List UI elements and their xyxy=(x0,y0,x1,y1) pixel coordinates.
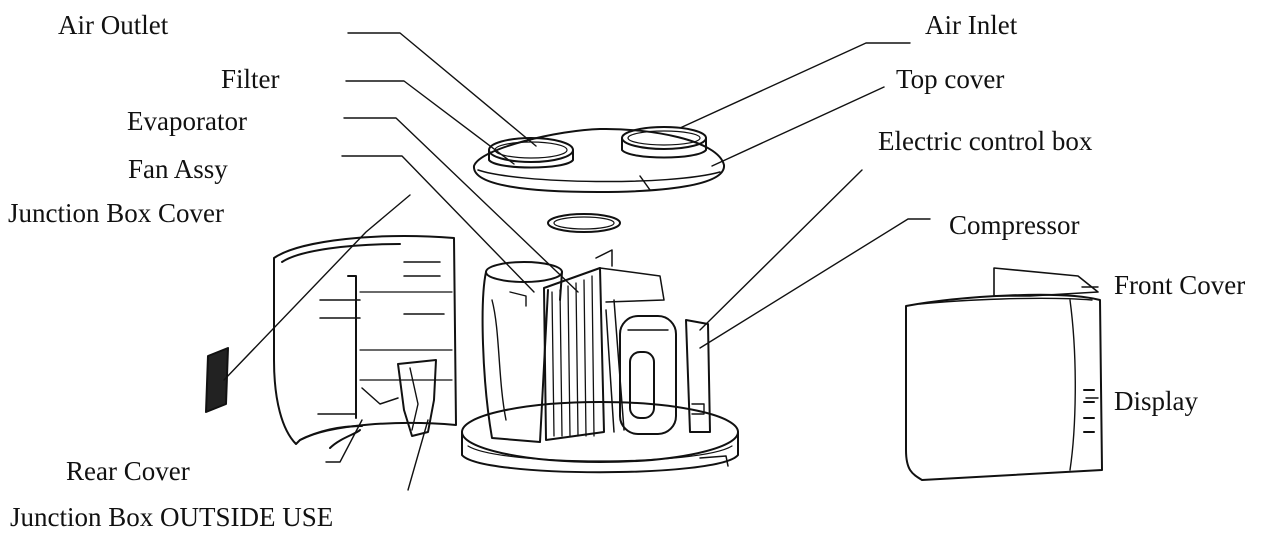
label-fan-assy: Fan Assy xyxy=(128,154,228,184)
junction-box-outside-use-part xyxy=(397,359,437,437)
evaporator-part xyxy=(543,249,665,441)
label-air-inlet: Air Inlet xyxy=(925,10,1018,40)
fan-assy-part xyxy=(481,261,563,443)
label-top-cover: Top cover xyxy=(896,64,1005,94)
label-compressor: Compressor xyxy=(949,210,1080,240)
label-display: Display xyxy=(1114,386,1198,416)
filter-part xyxy=(547,213,621,233)
rear-cover-part xyxy=(273,235,457,449)
label-air-outlet: Air Outlet xyxy=(58,10,169,40)
leader-lines xyxy=(223,32,1099,491)
junction-box-cover-part xyxy=(205,347,229,413)
label-filter: Filter xyxy=(221,64,280,94)
electric-control-box-part xyxy=(685,319,711,433)
top-cover-part xyxy=(472,127,726,193)
compressor-part xyxy=(619,315,677,435)
front-cover-part xyxy=(905,267,1103,481)
base-part xyxy=(461,401,739,474)
air-inlet-part xyxy=(621,126,707,159)
label-junction-box-cover: Junction Box Cover xyxy=(8,198,224,228)
label-junction-box-outside-use: Junction Box OUTSIDE USE xyxy=(10,502,334,532)
label-evaporator: Evaporator xyxy=(127,106,247,136)
label-front-cover: Front Cover xyxy=(1114,270,1246,300)
label-rear-cover: Rear Cover xyxy=(66,456,190,486)
label-electric-control-box: Electric control box xyxy=(878,126,1093,156)
